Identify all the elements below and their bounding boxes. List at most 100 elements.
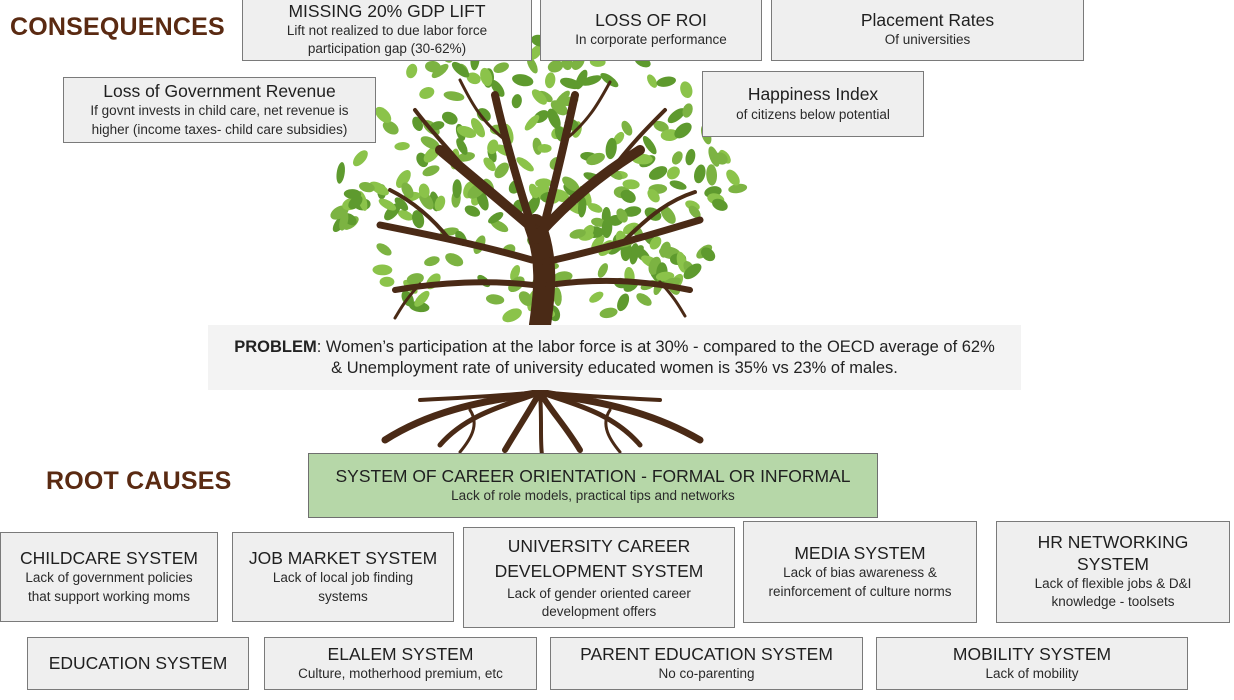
leaf <box>647 74 658 88</box>
leaf <box>648 166 668 180</box>
leaf <box>649 236 662 250</box>
leaf <box>430 121 445 131</box>
leaf <box>394 197 409 211</box>
leaf <box>452 179 462 199</box>
leaf <box>597 263 609 278</box>
root-cause-media-box: MEDIA SYSTEM Lack of bias awareness & re… <box>743 521 977 623</box>
leaf <box>422 165 440 177</box>
root-cause-job-market-box: JOB MARKET SYSTEM Lack of local job find… <box>232 532 454 622</box>
leaf <box>431 63 449 79</box>
leaf <box>406 273 424 285</box>
leaf <box>613 131 625 145</box>
consequence-title: Placement Rates <box>860 9 995 30</box>
root-cause-mobility-box: MOBILITY SYSTEM Lack of mobility <box>876 637 1188 690</box>
leaf <box>582 224 594 239</box>
leaf <box>396 170 411 188</box>
leaf <box>671 151 683 165</box>
leaf <box>578 196 587 218</box>
leaf <box>414 290 430 307</box>
leaf <box>353 150 368 167</box>
tree-trunk <box>376 78 704 336</box>
consequence-title: Happiness Index <box>747 84 879 105</box>
leaf <box>666 166 680 180</box>
consequence-title: LOSS OF ROI <box>595 9 707 30</box>
leaf <box>456 125 477 138</box>
leaf <box>636 293 652 306</box>
root-cause-parent-education-box: PARENT EDUCATION SYSTEM No co-parenting <box>550 637 863 690</box>
leaf <box>394 142 410 151</box>
leaf <box>647 189 660 203</box>
consequence-title: Loss of Government Revenue <box>103 81 336 102</box>
leaf <box>726 169 740 186</box>
leaf <box>372 264 393 276</box>
leaf <box>441 111 458 125</box>
leaf <box>384 203 401 221</box>
leaf <box>464 205 481 217</box>
consequence-subtitle: Of universities <box>884 32 971 48</box>
root-cause-title: ELALEM SYSTEM <box>327 643 474 664</box>
problem-statement: PROBLEM: Women’s participation at the la… <box>208 325 1021 390</box>
leaf <box>359 181 375 193</box>
leaf <box>488 211 504 224</box>
main-cause-box: SYSTEM OF CAREER ORIENTATION - FORMAL OR… <box>308 453 878 518</box>
root-cause-title: EDUCATION SYSTEM <box>48 652 228 673</box>
consequence-happiness-box: Happiness Index of citizens below potent… <box>702 71 924 137</box>
root-cause-title: UNIVERSITY CAREER DEVELOPMENT SYSTEM <box>494 535 704 582</box>
root-cause-subtitle: Lack of mobility <box>985 666 1079 682</box>
leaf <box>445 253 464 267</box>
root-cause-education-box: EDUCATION SYSTEM <box>27 637 249 690</box>
leaf <box>524 114 540 131</box>
leaf <box>336 162 345 184</box>
leaf <box>586 152 605 166</box>
leaf <box>378 198 397 211</box>
consequence-roi-box: LOSS OF ROI In corporate performance <box>540 0 762 61</box>
leaf <box>537 144 552 153</box>
leaf <box>457 152 475 162</box>
leaf <box>653 120 669 132</box>
leaf <box>669 180 687 190</box>
leaf <box>375 106 392 123</box>
leaf <box>490 219 509 233</box>
leaf <box>622 179 640 190</box>
leaf <box>621 120 633 136</box>
consequence-gov-revenue-box: Loss of Government Revenue If govnt inve… <box>63 77 376 143</box>
root-cause-title: JOB MARKET SYSTEM <box>248 548 438 569</box>
root-cause-title: HR NETWORKING SYSTEM <box>1037 532 1189 574</box>
root-cause-subtitle: Lack of flexible jobs & D&I knowledge - … <box>1034 576 1192 610</box>
leaf <box>531 89 547 105</box>
leaf <box>466 72 481 85</box>
leaf <box>494 162 509 179</box>
leaf <box>660 205 676 224</box>
leaf <box>554 90 570 108</box>
leaf <box>490 79 505 97</box>
leaf <box>434 195 446 211</box>
leaf <box>660 129 680 142</box>
root-cause-hr-networking-box: HR NETWORKING SYSTEM Lack of flexible jo… <box>996 521 1230 623</box>
consequence-subtitle: In corporate performance <box>575 32 727 48</box>
leaf <box>714 152 728 165</box>
root-cause-university-box: UNIVERSITY CAREER DEVELOPMENT SYSTEM Lac… <box>463 527 735 628</box>
leaf <box>412 116 423 131</box>
leaf <box>656 76 676 87</box>
leaf <box>587 203 603 213</box>
leaf <box>642 135 657 155</box>
leaf <box>685 148 696 166</box>
root-cause-elalem-box: ELALEM SYSTEM Culture, motherhood premiu… <box>264 637 537 690</box>
leaf <box>623 206 642 217</box>
leaf <box>487 139 499 155</box>
leaf <box>518 291 533 306</box>
leaf <box>511 94 522 109</box>
leaf <box>560 77 581 90</box>
leaf <box>553 271 573 283</box>
root-cause-title: PARENT EDUCATION SYSTEM <box>580 643 833 664</box>
problem-label: PROBLEM <box>234 338 317 356</box>
root-cause-subtitle: Lack of local job finding systems <box>272 570 414 604</box>
leaf <box>476 108 491 122</box>
leaf <box>694 164 706 184</box>
leaf <box>528 44 543 60</box>
root-cause-title: CHILDCARE SYSTEM <box>20 548 198 569</box>
leaf <box>485 294 505 305</box>
leaf <box>420 136 440 150</box>
leaf <box>601 217 613 238</box>
